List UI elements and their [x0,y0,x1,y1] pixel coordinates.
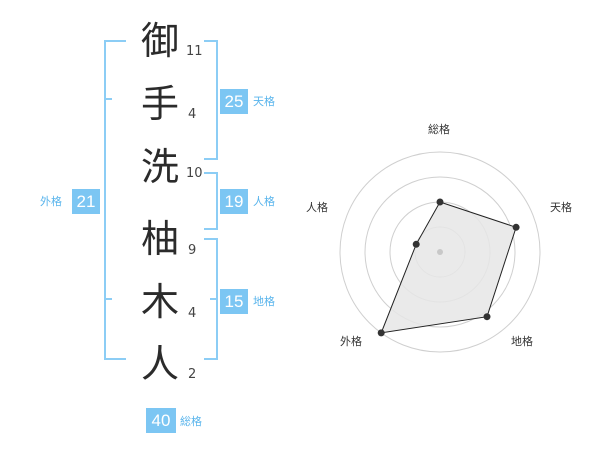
radar-point-3 [483,313,491,321]
radar-grid-ring-3 [364,176,516,328]
stroke-count-4: 9 [188,243,197,258]
jinkaku-label: 人格 [253,195,275,208]
name-char-6: 人 [141,342,180,386]
tenkaku-label: 天格 [253,95,275,108]
gaikaku-tick-1 [104,98,112,100]
soukaku-label: 総格 [180,415,202,428]
gaikaku-tick-2 [104,298,112,300]
jinkaku-value: 19 [220,189,248,214]
stroke-count-6: 2 [188,367,197,382]
name-char-5: 木 [141,280,180,324]
stroke-count-1: 11 [186,44,203,59]
gaikaku-bracket [104,40,126,360]
name-char-3: 洗 [141,145,180,189]
chikaku-value: 15 [220,289,248,314]
radar-axis-label-jinkaku: 人格 [306,201,328,214]
radar-point-2 [512,223,520,231]
stroke-count-2: 4 [188,107,197,122]
radar-axis-label-chikaku: 地格 [511,335,533,348]
stroke-count-5: 4 [188,306,197,321]
radar-axis-label-soukaku: 総格 [428,123,450,136]
stroke-count-3: 10 [186,166,203,181]
chikaku-tick [210,298,218,300]
tenkaku-bracket [204,40,218,160]
gaikaku-value: 21 [72,189,100,214]
radar-point-1 [436,198,444,206]
name-char-2: 手 [141,82,180,126]
chikaku-label: 地格 [253,295,275,308]
radar-point-5 [412,240,420,248]
radar-point-4 [377,329,385,337]
name-char-1: 御 [141,19,180,63]
jinkaku-bracket [204,172,218,230]
radar-grid-ring-4 [339,151,541,353]
radar-axis-label-gaikaku: 外格 [340,335,362,348]
tenkaku-value: 25 [220,89,248,114]
radar-axis-label-tenkaku: 天格 [550,201,572,214]
name-char-4: 柚 [141,217,180,261]
radar-data-polygon [380,201,517,334]
soukaku-value: 40 [146,408,176,433]
gaikaku-label: 外格 [40,195,62,208]
radar-center-point [437,249,443,255]
